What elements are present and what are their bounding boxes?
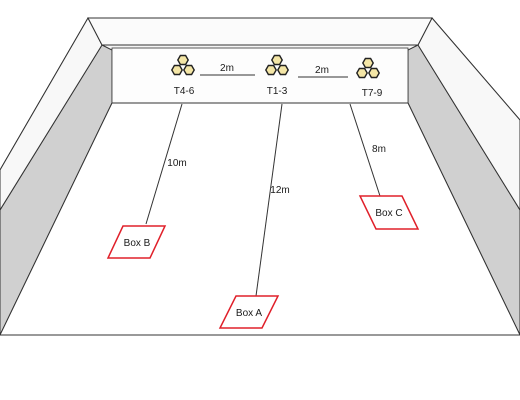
tire-hexagon-icon <box>176 54 190 66</box>
tire-hexagon-icon <box>270 54 284 66</box>
distance-line-box-c <box>349 103 381 197</box>
spacing-label-left: 2m <box>220 63 234 74</box>
distance-line-box-a <box>255 103 283 297</box>
box-label-c: Box C <box>375 208 402 219</box>
tire-label-t7-9: T7-9 <box>362 88 383 99</box>
floor <box>0 102 520 336</box>
tire-groups <box>170 54 381 79</box>
distance-label-box-c: 8m <box>372 144 386 155</box>
tire-label-t1-3: T1-3 <box>267 86 288 97</box>
tire-hexagon-icon <box>182 64 196 76</box>
tire-hexagon-icon <box>264 64 278 76</box>
distance-lines <box>145 103 381 297</box>
box-label-b: Box B <box>124 238 151 249</box>
distance-line-box-b <box>145 103 183 225</box>
distance-label-box-a: 12m <box>270 185 289 196</box>
spacing-label-right: 2m <box>315 65 329 76</box>
box-a-shape <box>218 295 280 329</box>
box-b-shape <box>106 225 167 259</box>
box-c-shape <box>358 195 420 230</box>
tire-hexagon-icon <box>367 67 381 79</box>
tire-hexagon-icon <box>355 67 369 79</box>
tire-hexagon-icon <box>170 64 184 76</box>
distance-label-box-b: 10m <box>167 158 186 169</box>
spacing-lines <box>200 74 348 78</box>
tire-label-t4-6: T4-6 <box>174 86 195 97</box>
labels: T4-6 T1-3 T7-9 2m 2m 10m 12m 8m Box B Bo… <box>124 63 403 319</box>
tire-hexagon-icon <box>361 57 375 69</box>
boxes <box>106 195 420 329</box>
box-label-a: Box A <box>236 308 262 319</box>
back-wall-ledge <box>87 17 433 46</box>
room-walls <box>0 16 520 336</box>
tire-hexagon-icon <box>276 64 290 76</box>
